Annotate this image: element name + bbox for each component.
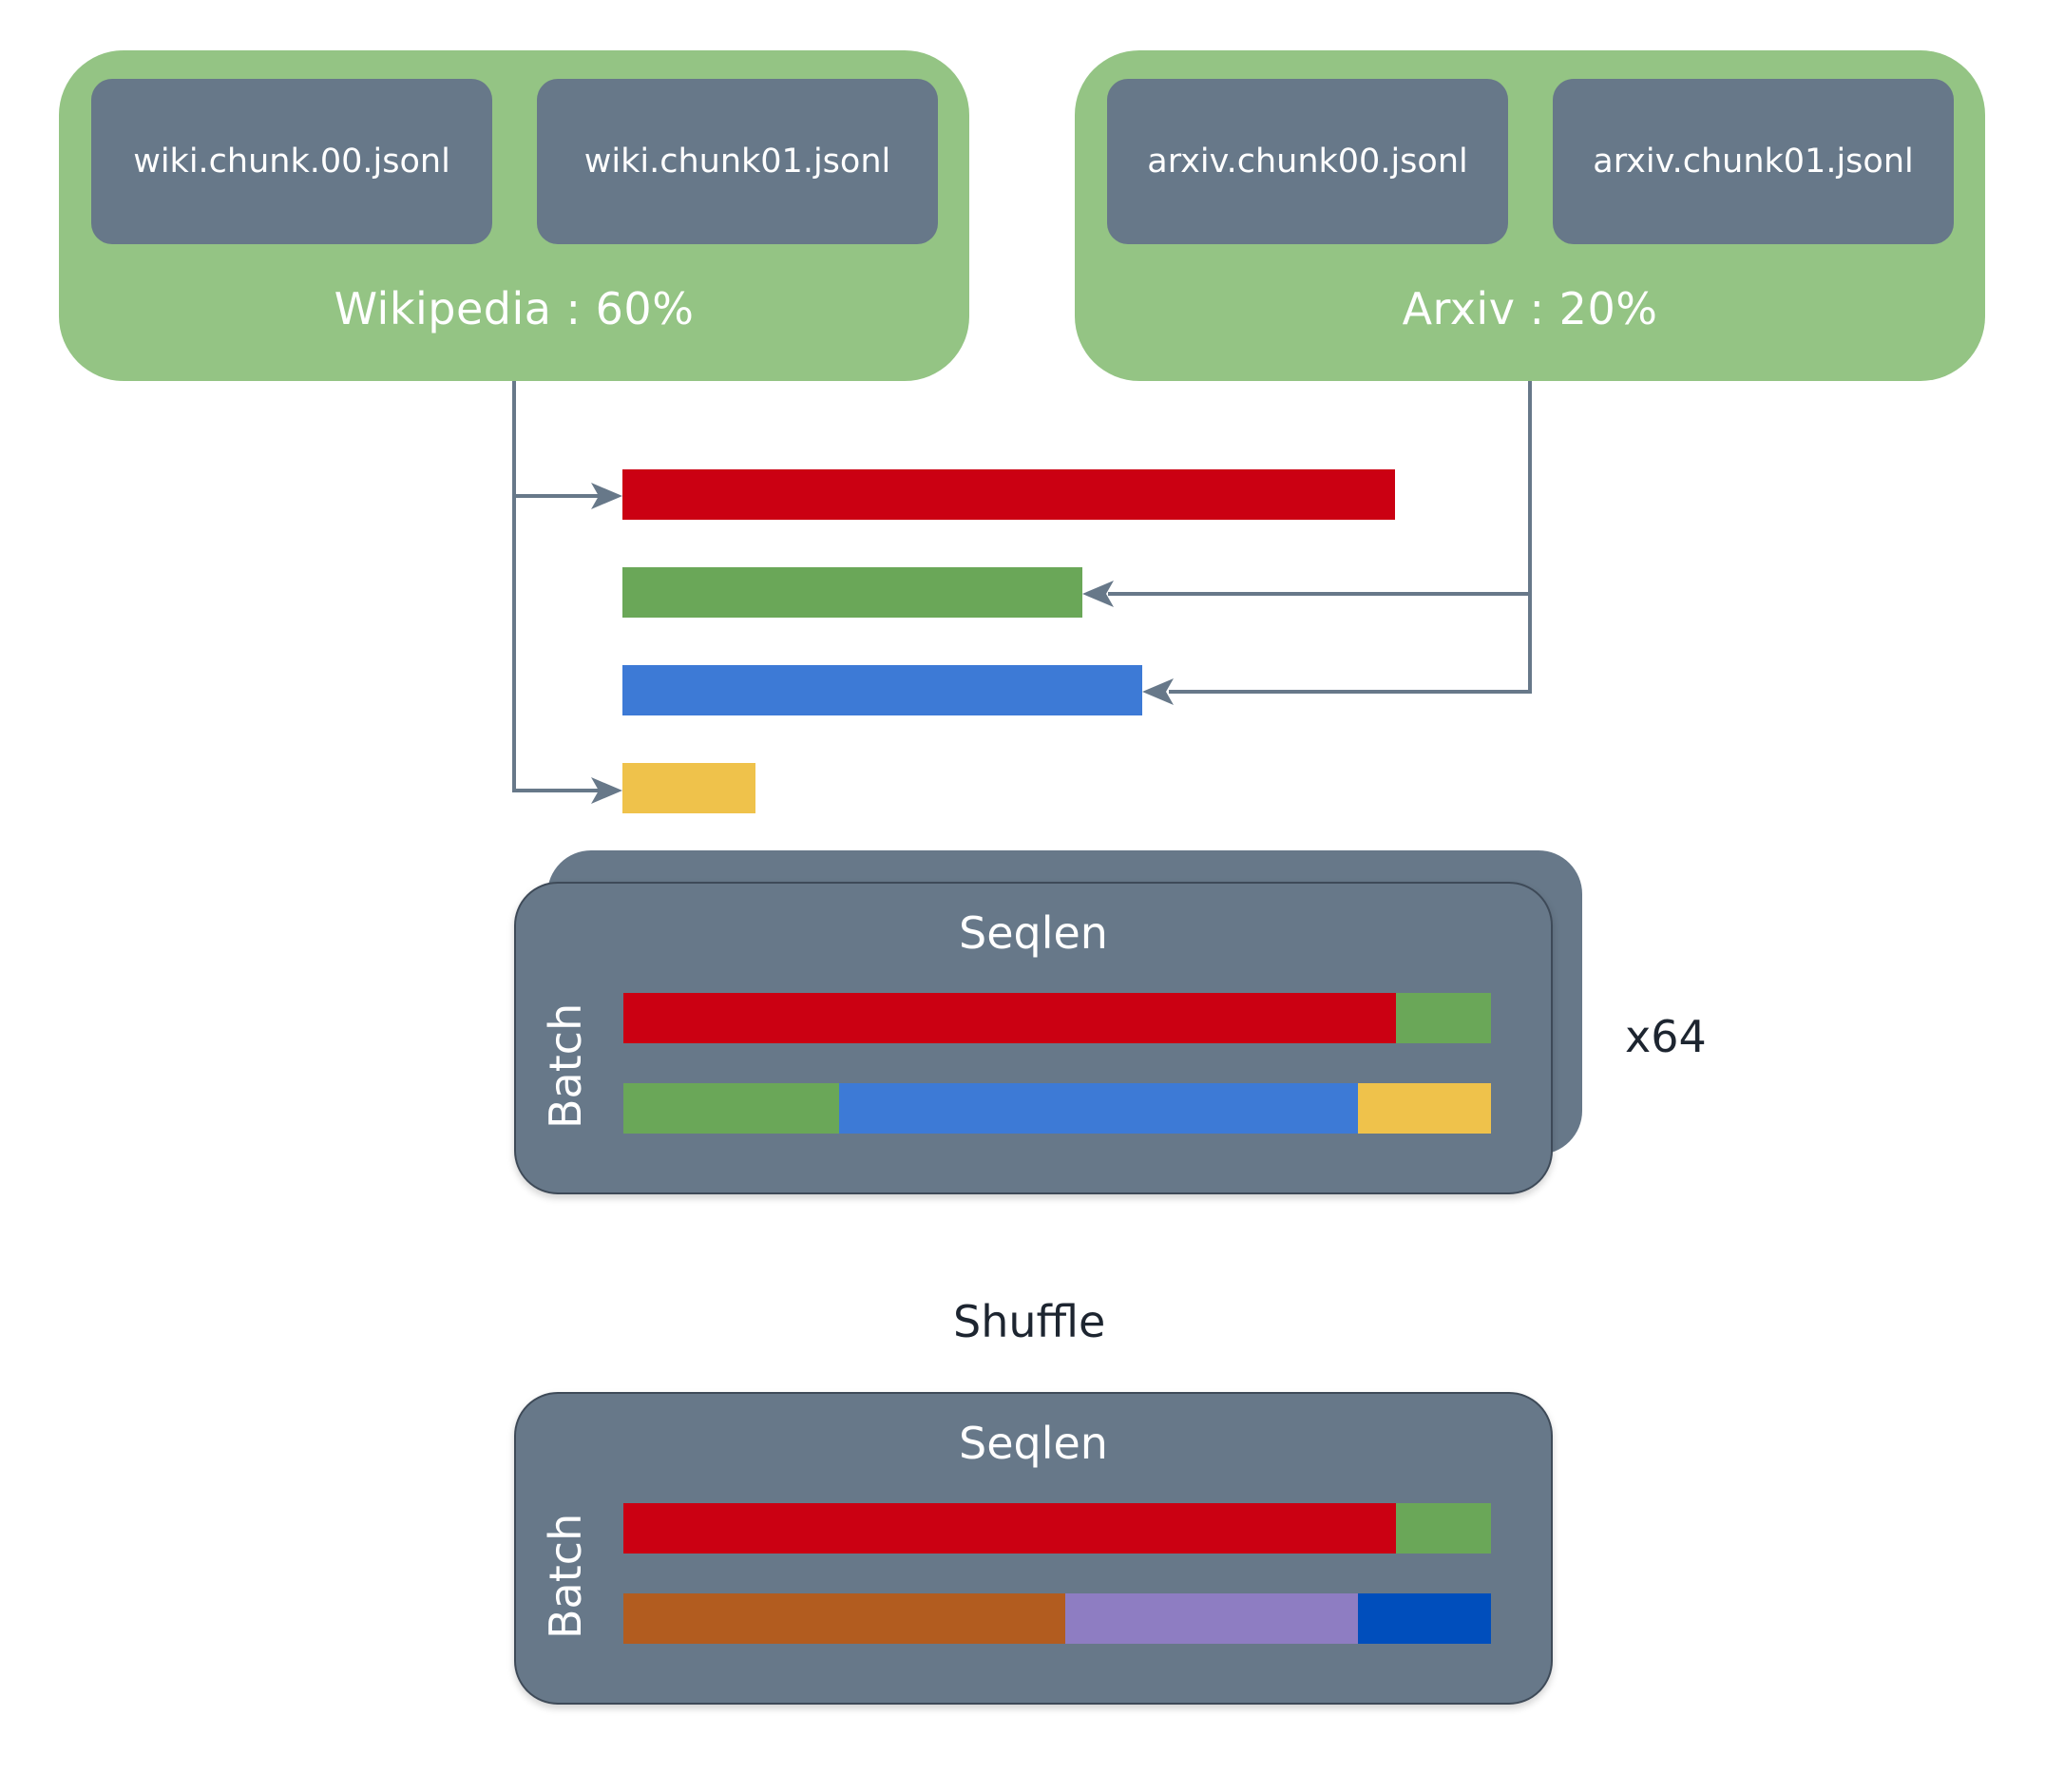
arrowhead-icon (591, 777, 622, 804)
document-bar-arxiv (622, 567, 1082, 618)
chunk-file: arxiv.chunk00.jsonl (1107, 79, 1508, 244)
batch-row (623, 1503, 1491, 1554)
token-segment (623, 1503, 1396, 1554)
document-bar-wikipedia (622, 763, 755, 813)
arrowhead-icon (1082, 581, 1114, 607)
source-group-wikipedia: wiki.chunk.00.jsonl wiki.chunk01.jsonl W… (59, 50, 969, 381)
token-segment (839, 1083, 1358, 1134)
token-segment (1396, 993, 1491, 1043)
token-segment (1358, 1083, 1491, 1134)
token-segment (1358, 1593, 1491, 1644)
wiki-trunk-line (512, 381, 608, 792)
token-segment (1396, 1503, 1491, 1554)
batch-row (623, 1083, 1491, 1134)
repeat-count-label: x64 (1625, 1011, 1707, 1062)
shuffle-label: Shuffle (953, 1296, 1106, 1347)
chunk-file: wiki.chunk.00.jsonl (91, 79, 492, 244)
token-segment (623, 993, 1396, 1043)
batch-axis-label: Batch (540, 1002, 591, 1129)
token-segment (1065, 1593, 1358, 1644)
arrowhead-icon (1142, 678, 1174, 705)
shuffled-batch: Seqlen Batch (514, 1392, 1553, 1705)
chunk-file: arxiv.chunk01.jsonl (1553, 79, 1954, 244)
packed-batch: Seqlen Batch (514, 882, 1553, 1194)
seqlen-label: Seqlen (959, 1418, 1108, 1469)
source-group-arxiv: arxiv.chunk00.jsonl arxiv.chunk01.jsonl … (1075, 50, 1985, 381)
token-segment (623, 1083, 839, 1134)
token-segment (623, 1593, 1065, 1644)
arxiv-trunk-line (1169, 381, 1532, 694)
arrowhead-icon (591, 483, 622, 509)
batch-axis-label: Batch (540, 1513, 591, 1639)
source-label: Arxiv : 20% (1402, 283, 1658, 334)
document-bar-wikipedia (622, 469, 1395, 520)
batch-row (623, 993, 1491, 1043)
source-label: Wikipedia : 60% (334, 283, 695, 334)
batch-row (623, 1593, 1491, 1644)
seqlen-label: Seqlen (959, 907, 1108, 959)
chunk-file: wiki.chunk01.jsonl (537, 79, 938, 244)
document-bar-arxiv (622, 665, 1142, 715)
